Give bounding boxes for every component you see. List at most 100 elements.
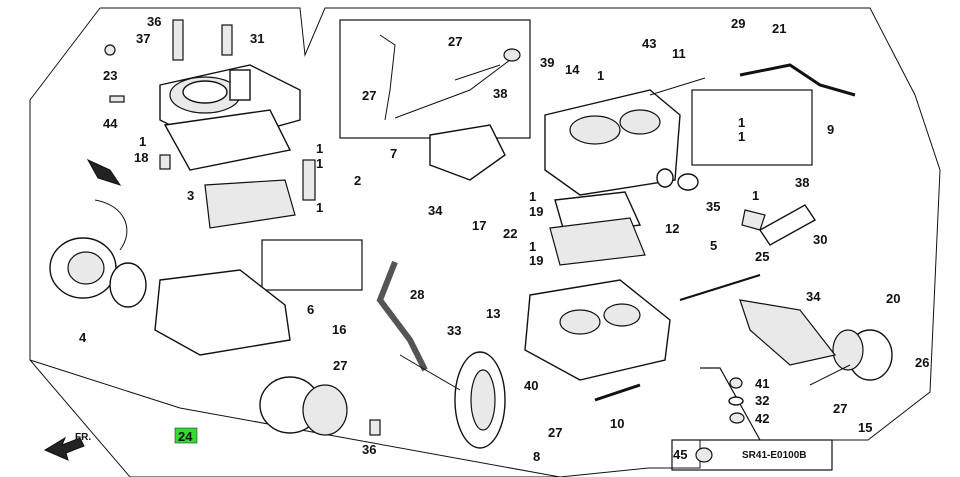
- part-label-p39: 39: [540, 55, 554, 70]
- frame-outline: [29, 7, 941, 477]
- part-label-p16: 16: [332, 322, 346, 337]
- part-label-p22: 22: [503, 226, 517, 241]
- box-part-7: [339, 19, 531, 139]
- bore-left: [559, 309, 601, 335]
- part-spring-7: [454, 64, 501, 81]
- part-label-p28: 28: [410, 287, 424, 302]
- washer-32: [728, 396, 744, 406]
- part-label-p38a: 38: [493, 86, 507, 101]
- part-4-diaphragm: [49, 199, 147, 308]
- part-label-p11: 11: [672, 46, 686, 61]
- part-label-p18: 18: [134, 150, 148, 165]
- gasket-22: [549, 217, 646, 266]
- part-label-p1e: 1: [597, 68, 604, 83]
- part-label-p4: 4: [79, 330, 87, 345]
- part-label-p33: 33: [447, 323, 461, 338]
- part-label-p38b: 38: [795, 175, 809, 190]
- part-label-p27b: 27: [362, 88, 376, 103]
- part-16-pump: [259, 376, 381, 436]
- part-label-p25: 25: [755, 249, 769, 264]
- part-label-p43: 43: [642, 36, 656, 51]
- nut-23: [104, 44, 116, 56]
- part-label-p27e: 27: [833, 401, 847, 416]
- frame-inner-line: [29, 359, 561, 477]
- screw-44: [109, 95, 125, 103]
- part-label-p27a: 27: [448, 34, 462, 49]
- nut-42: [729, 412, 745, 424]
- part-label-p23: 23: [103, 68, 117, 83]
- direction-label: FR.: [75, 432, 91, 443]
- part-30-clip: [741, 209, 766, 231]
- bore-right: [603, 303, 641, 327]
- part-label-p45: 45: [673, 447, 687, 462]
- box-part-6: [261, 239, 363, 291]
- part-12-ring: [656, 168, 674, 188]
- part-label-p1j: 1: [752, 188, 759, 203]
- part-28-pipe: [376, 260, 428, 372]
- part-label-p24: 24: [178, 429, 193, 444]
- part-label-p14: 14: [565, 62, 580, 77]
- part-label-p9: 9: [827, 122, 834, 137]
- part-5-rod: [679, 274, 761, 301]
- plug-18: [159, 154, 171, 170]
- diagram-code: SR41-E0100B: [742, 450, 806, 461]
- part-label-p41: 41: [755, 376, 769, 391]
- part-label-p27d: 27: [548, 425, 562, 440]
- part-11-spring: [649, 77, 706, 96]
- screw-36: [172, 19, 184, 61]
- part-label-p27c: 27: [333, 358, 347, 373]
- part-label-p12: 12: [665, 221, 679, 236]
- part-label-p21: 21: [772, 21, 786, 36]
- part-label-p1f: 1: [738, 115, 745, 130]
- part-label-p20: 20: [886, 291, 900, 306]
- part-label-p26: 26: [915, 355, 929, 370]
- part-label-p1d: 1: [316, 200, 323, 215]
- part-label-p10: 10: [610, 416, 624, 431]
- part-30-bracket: [758, 204, 817, 246]
- part-label-p1g: 1: [738, 129, 745, 144]
- part-label-p2: 2: [354, 173, 361, 188]
- box-part-45: [671, 439, 833, 471]
- part-label-p3: 3: [187, 188, 194, 203]
- part-label-p32: 32: [755, 393, 769, 408]
- carburetor-top: [159, 64, 301, 171]
- nut-45: [695, 447, 713, 463]
- part-label-p7: 7: [390, 146, 397, 161]
- part-label-p29: 29: [731, 16, 745, 31]
- part-label-p40: 40: [524, 378, 538, 393]
- part-label-p1i: 1: [529, 239, 536, 254]
- part-7-rod: [379, 34, 396, 121]
- part-label-p5: 5: [710, 238, 717, 253]
- part-label-p1b: 1: [316, 141, 323, 156]
- throttle-body: [154, 269, 291, 356]
- part-label-p1a: 1: [139, 134, 146, 149]
- part-7-cap: [503, 48, 521, 62]
- part-label-p13: 13: [486, 306, 500, 321]
- part-label-p34a: 34: [428, 203, 443, 218]
- part-label-p17: 17: [472, 218, 486, 233]
- highlight-24: [174, 427, 198, 444]
- vacuum-actuator: [399, 351, 506, 449]
- part-label-p19b: 19: [529, 253, 543, 268]
- box-part-9: [691, 89, 813, 166]
- part-label-p36a: 36: [147, 14, 161, 29]
- carburetor-body: [544, 89, 681, 196]
- part-29-rod: [739, 63, 856, 97]
- part-label-p1c: 1: [316, 156, 323, 171]
- screw-31: [221, 24, 233, 56]
- part-label-p15: 15: [858, 420, 872, 435]
- throttle-body-main: [524, 279, 671, 381]
- part-label-p1h: 1: [529, 189, 536, 204]
- part-12-plate: [677, 173, 699, 191]
- part-label-p31: 31: [250, 31, 264, 46]
- part-label-p8: 8: [533, 449, 540, 464]
- part-label-p34b: 34: [806, 289, 821, 304]
- part-2-needle: [302, 159, 316, 201]
- part-label-p30: 30: [813, 232, 827, 247]
- part-15-actuator: [739, 299, 893, 386]
- nut-41: [729, 377, 743, 389]
- box-part-41-42: [700, 367, 761, 441]
- part-3-cover: [204, 179, 296, 229]
